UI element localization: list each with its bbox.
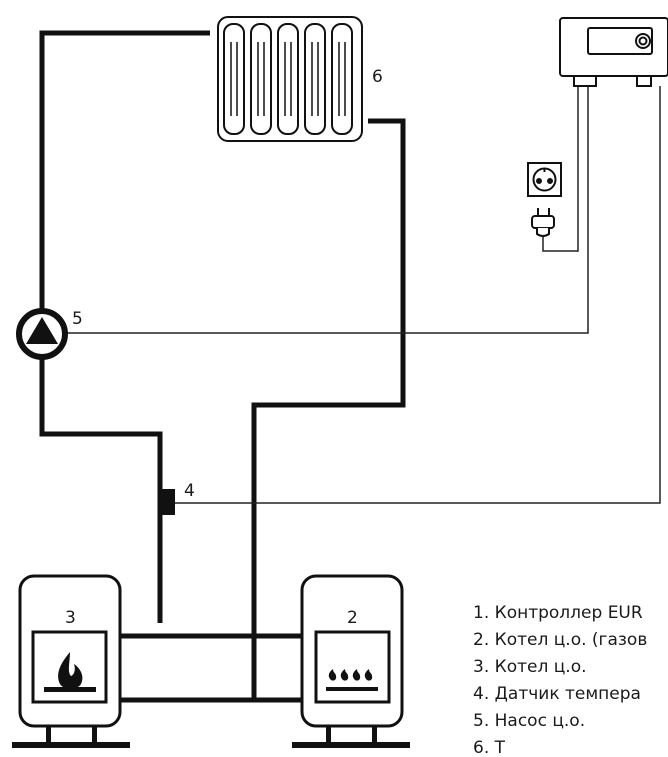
flame-icon bbox=[44, 652, 96, 692]
legend-item-3: 3. Котел ц.о. bbox=[473, 657, 587, 677]
pump-wire bbox=[66, 86, 589, 334]
radiator-label: 6 bbox=[372, 67, 383, 87]
boiler-gas bbox=[292, 574, 410, 748]
boiler-solid-fuel bbox=[12, 574, 130, 748]
legend-item-1: 1. Контроллер EUR bbox=[473, 603, 643, 623]
boiler-3-label: 3 bbox=[65, 608, 76, 628]
legend-item-6: 6. Т bbox=[473, 738, 506, 757]
plug-wire bbox=[542, 86, 579, 252]
supply-pipe-top bbox=[39, 30, 210, 310]
sensor-label: 4 bbox=[184, 481, 195, 501]
sensor-icon bbox=[160, 489, 175, 515]
legend: 1. Контроллер EUR 2. Котел ц.о. (газов 3… bbox=[473, 603, 647, 757]
socket-icon bbox=[527, 162, 562, 197]
signal-wires bbox=[66, 86, 661, 504]
pipe-network bbox=[39, 30, 406, 703]
gas-burner-icon bbox=[326, 669, 378, 691]
radiator-icon bbox=[217, 16, 363, 142]
legend-item-2: 2. Котел ц.о. (газов bbox=[473, 630, 647, 650]
plug-icon bbox=[531, 208, 555, 237]
controller-icon bbox=[559, 17, 668, 87]
legend-item-5: 5. Насос ц.о. bbox=[473, 711, 585, 731]
sensor-wire bbox=[173, 86, 661, 504]
pump-icon bbox=[16, 308, 68, 360]
legend-item-4: 4. Датчик темпера bbox=[473, 684, 641, 704]
boiler-2-label: 2 bbox=[347, 608, 358, 628]
supply-pipe-lower bbox=[39, 358, 163, 623]
pump-label: 5 bbox=[72, 309, 83, 329]
